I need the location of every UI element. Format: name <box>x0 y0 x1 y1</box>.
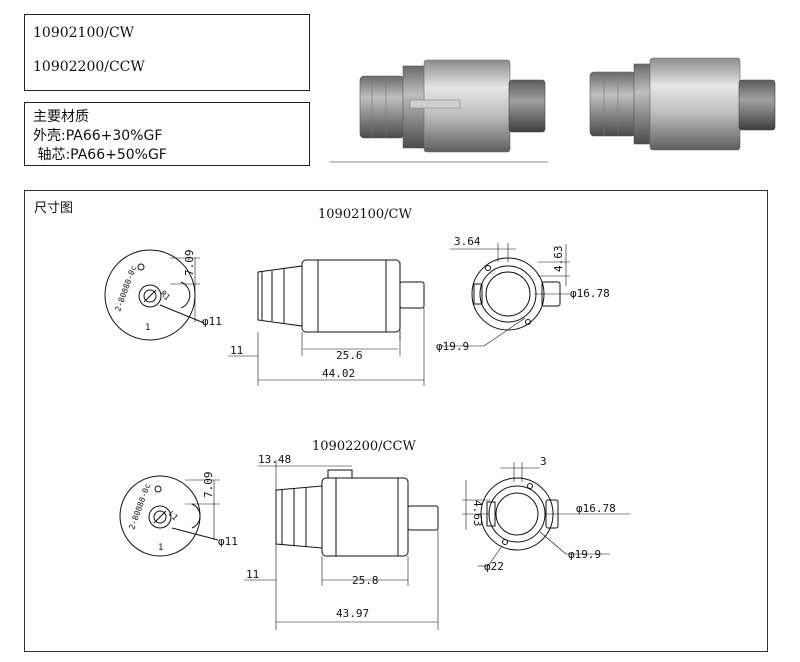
model-number-box: 10902100/CW 10902200/CCW <box>24 14 310 91</box>
model-number-cw: 10902100/CW <box>33 25 135 41</box>
material-shaft: 轴芯:PA66+50%GF <box>33 147 167 163</box>
product-renders <box>330 57 776 163</box>
material-heading: 主要材质 <box>33 109 89 125</box>
render-cw <box>359 59 546 153</box>
dimension-drawing-frame <box>24 190 768 652</box>
model-number-ccw: 10902200/CCW <box>33 59 145 75</box>
render-ccw <box>589 57 776 151</box>
material-box: 主要材质 外壳:PA66+30%GF 轴芯:PA66+50%GF <box>24 102 310 166</box>
material-shell: 外壳:PA66+30%GF <box>33 128 163 144</box>
